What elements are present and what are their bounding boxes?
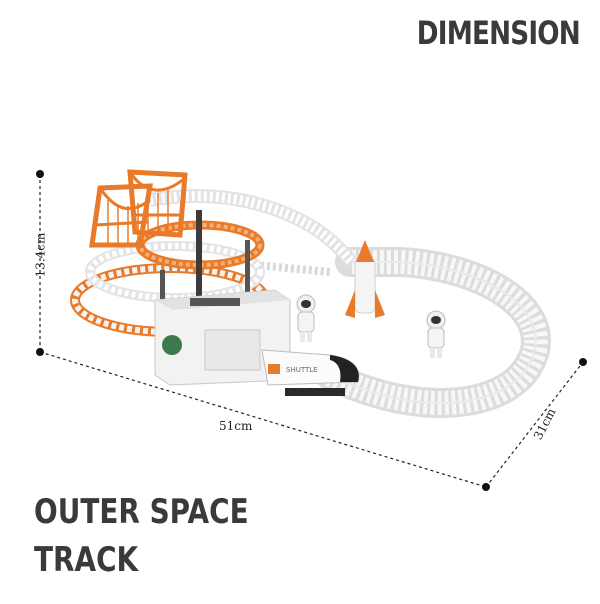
astronaut-figure-2 <box>426 310 446 358</box>
product-name-line-1: OUTER SPACE <box>34 492 249 532</box>
height-label: 13.4cm <box>33 232 48 278</box>
train-text: SHUTTLE <box>286 366 318 374</box>
outer-track <box>315 247 551 418</box>
width-label: 51cm <box>219 419 253 433</box>
shuttle-train: SHUTTLE <box>261 349 360 396</box>
station-building <box>154 289 291 386</box>
page-title: DIMENSION <box>416 14 581 52</box>
rocket <box>345 240 385 318</box>
dimension-lines <box>39 174 584 488</box>
astronaut-figure-1 <box>296 294 316 342</box>
ramp-track <box>148 189 358 276</box>
dimension-endpoints <box>36 170 587 491</box>
product-name-line-2: TRACK <box>34 540 139 580</box>
product-name: OUTER SPACE TRACK <box>34 488 249 584</box>
bridge-towers <box>89 169 188 248</box>
